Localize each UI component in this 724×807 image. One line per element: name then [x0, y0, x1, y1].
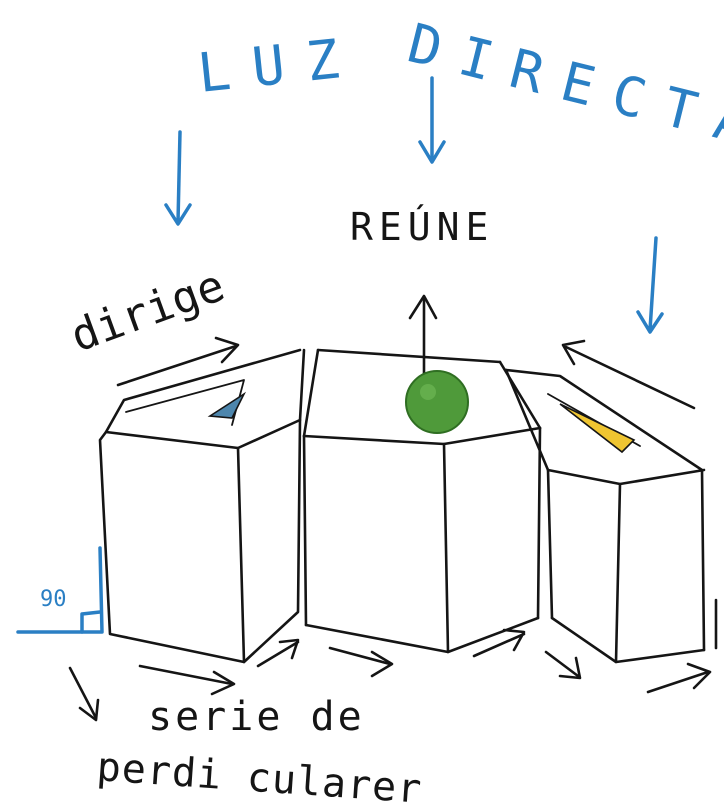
caption-line-2: perdi cularer: [95, 744, 423, 807]
title-word-directa: DIRECTA: [402, 11, 724, 161]
light-arrow-right: [636, 236, 664, 334]
boxes-sketch: [98, 348, 718, 664]
arrow-bottom-2: [256, 638, 300, 668]
angle-label: 90: [40, 587, 67, 612]
title-word-luz: LUZ: [195, 25, 364, 105]
arrow-bottom-6: [646, 662, 712, 694]
light-arrow-left: [164, 130, 192, 226]
blue-triangle: [207, 391, 247, 419]
arrow-bottom-5: [544, 650, 582, 680]
yellow-triangle: [559, 403, 636, 454]
angle-marker-90: 90: [16, 546, 104, 634]
arrow-bottom-3: [328, 646, 394, 678]
arrow-right-upper: [561, 339, 696, 410]
arrow-bottom-1: [138, 664, 236, 696]
arrow-bottom-4: [472, 628, 526, 658]
caption-line-1: serie de: [148, 694, 365, 740]
arrow-dirige: [116, 336, 240, 387]
title-luz-directa: LUZ DIRECTA: [195, 11, 724, 161]
arrow-bottom-diagonal: [68, 666, 100, 722]
green-circle-icon: [405, 370, 469, 434]
label-reune: REÚNE: [350, 205, 494, 249]
light-arrow-center: [418, 76, 446, 164]
label-dirige: dirige: [64, 260, 231, 362]
